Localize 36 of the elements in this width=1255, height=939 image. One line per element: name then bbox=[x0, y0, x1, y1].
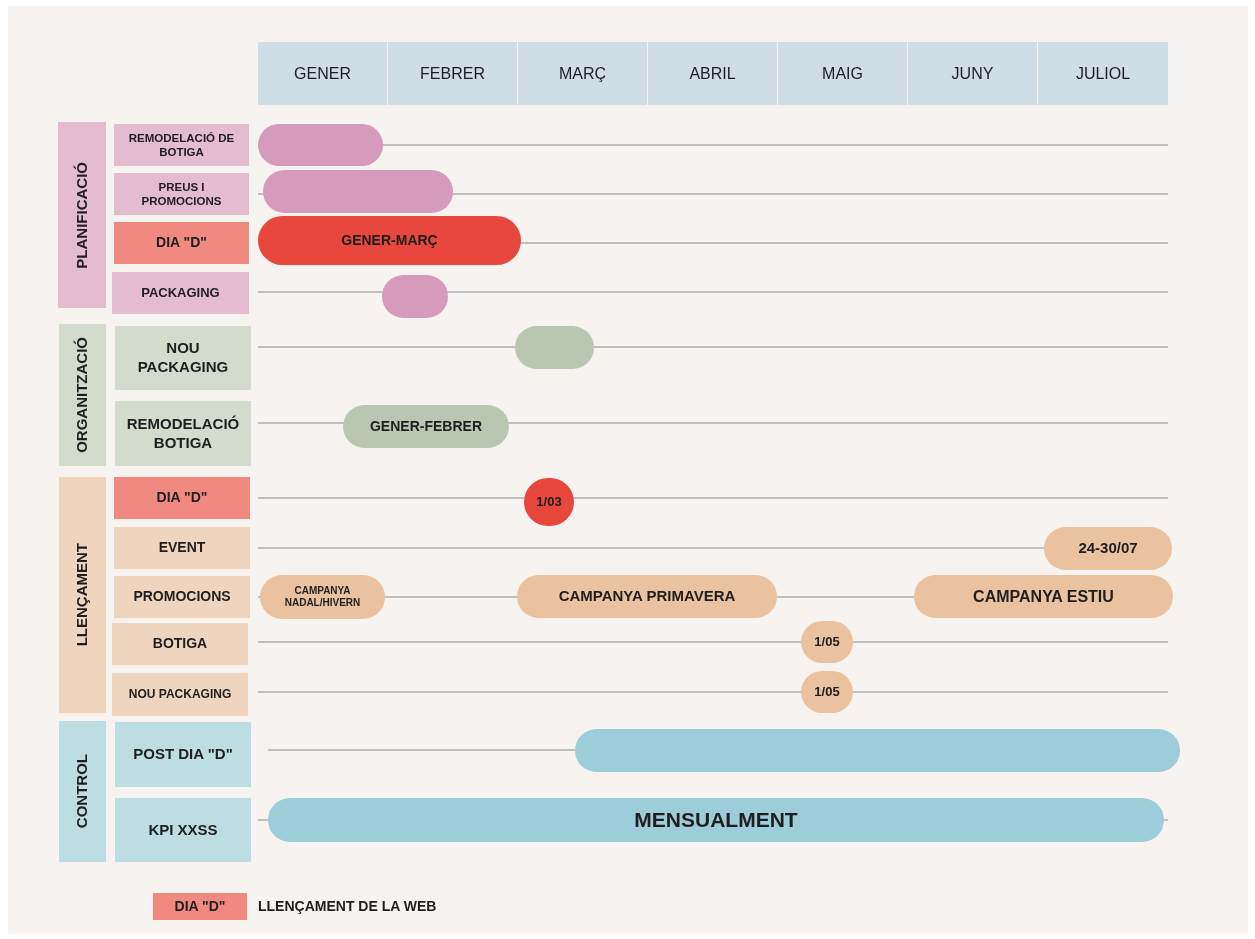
phase-band: CONTROL bbox=[59, 721, 106, 862]
timeline-bar: CAMPANYA NADAL/HIVERN bbox=[260, 575, 385, 619]
timeline-bar: CAMPANYA ESTIU bbox=[914, 575, 1173, 618]
month-header: ABRIL bbox=[648, 42, 777, 105]
month-header: JUNY bbox=[908, 42, 1037, 105]
timeline-bar bbox=[263, 170, 453, 213]
task-label: EVENT bbox=[114, 527, 250, 569]
task-label: REMODELACIÓ BOTIGA bbox=[115, 401, 251, 466]
timeline-bar: MENSUALMENT bbox=[268, 798, 1164, 842]
timeline-bar bbox=[258, 124, 383, 166]
phase-band: PLANIFICACIÓ bbox=[58, 122, 106, 308]
timeline-bar: GENER-FEBRER bbox=[343, 405, 509, 448]
month-header: FEBRER bbox=[388, 42, 517, 105]
timeline-bar: 24-30/07 bbox=[1044, 527, 1172, 570]
month-header: GENER bbox=[258, 42, 387, 105]
legend-text: LLENÇAMENT DE LA WEB bbox=[258, 896, 437, 916]
timeline-bar bbox=[575, 729, 1180, 772]
task-label: KPI XXSS bbox=[115, 798, 251, 862]
task-label: PACKAGING bbox=[112, 272, 249, 314]
timeline-bar: GENER-MARÇ bbox=[258, 216, 521, 265]
phase-band: ORGANITZACIÓ bbox=[59, 324, 106, 466]
task-label: POST DIA "D" bbox=[115, 722, 251, 787]
task-label: PREUS I PROMOCIONS bbox=[114, 173, 249, 215]
phase-band: LLENÇAMENT bbox=[59, 477, 106, 713]
legend-swatch-label: DIA "D" bbox=[174, 897, 226, 916]
timeline-bar: CAMPANYA PRIMAVERA bbox=[517, 575, 777, 618]
task-label: DIA "D" bbox=[114, 222, 249, 264]
month-header: MARÇ bbox=[518, 42, 647, 105]
task-label: REMODELACIÓ DE BOTIGA bbox=[114, 124, 249, 166]
task-label: DIA "D" bbox=[114, 477, 250, 519]
task-label: PROMOCIONS bbox=[114, 576, 250, 618]
task-label: NOU PACKAGING bbox=[112, 673, 248, 716]
month-header: MAIG bbox=[778, 42, 907, 105]
month-header: JULIOL bbox=[1038, 42, 1168, 105]
task-label: NOU PACKAGING bbox=[115, 326, 251, 390]
task-label: BOTIGA bbox=[112, 623, 248, 665]
